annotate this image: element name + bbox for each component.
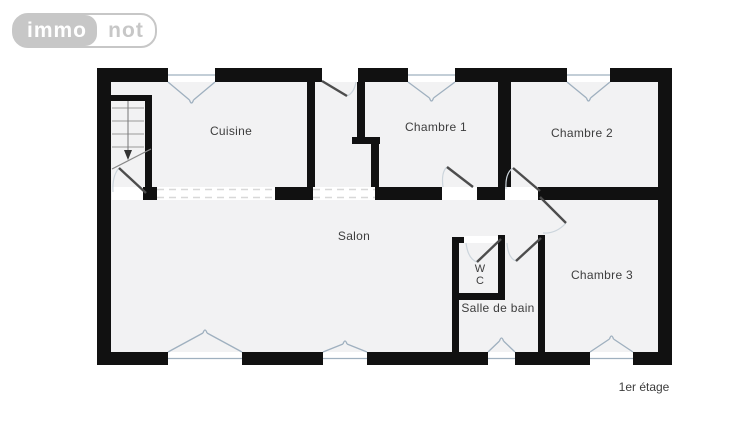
logo-immo-text: immo [14, 15, 98, 46]
interior-walls [111, 78, 658, 352]
window-chambre2 [566, 74, 611, 102]
window-chambre3 [589, 335, 634, 360]
window-salon-left [167, 329, 243, 360]
room-label-salle-de-bain: Salle de bain [461, 301, 534, 315]
floor-label: 1er étage [619, 380, 670, 394]
door-chambre2 [512, 167, 541, 192]
stair-arrow-icon [124, 150, 132, 160]
logo-not-text: not [108, 18, 144, 42]
door-corridor-top [321, 79, 348, 98]
door-staircase [118, 167, 147, 194]
room-label-wc-line2: C [476, 275, 484, 287]
door-arcs [112, 81, 567, 263]
door-wc [476, 238, 502, 263]
window-salle-de-bain [487, 337, 516, 360]
room-label-chambre3: Chambre 3 [571, 268, 633, 282]
door-chambre3 [515, 237, 542, 262]
staircase-icon [111, 101, 152, 170]
window-cuisine [167, 74, 216, 104]
door-icons [118, 79, 567, 263]
window-chambre1 [407, 74, 456, 102]
window-salon-right [322, 340, 368, 360]
exterior-walls [97, 68, 672, 365]
door-hallway [539, 196, 567, 224]
door-chambre1 [446, 166, 474, 188]
room-label-chambre2: Chambre 2 [551, 126, 613, 140]
room-label-wc-line1: W [475, 263, 486, 275]
window-icons [167, 74, 634, 360]
floor-area [97, 68, 672, 365]
room-label-cuisine: Cuisine [210, 124, 252, 138]
open-passage-dashes [157, 188, 375, 199]
room-labels: Cuisine Chambre 1 Chambre 2 Salon W C Sa… [210, 120, 670, 394]
stair-break-line [111, 148, 152, 170]
room-label-salon: Salon [338, 229, 370, 243]
immonot-logo: immo not [12, 13, 157, 48]
room-label-chambre1: Chambre 1 [405, 120, 467, 134]
